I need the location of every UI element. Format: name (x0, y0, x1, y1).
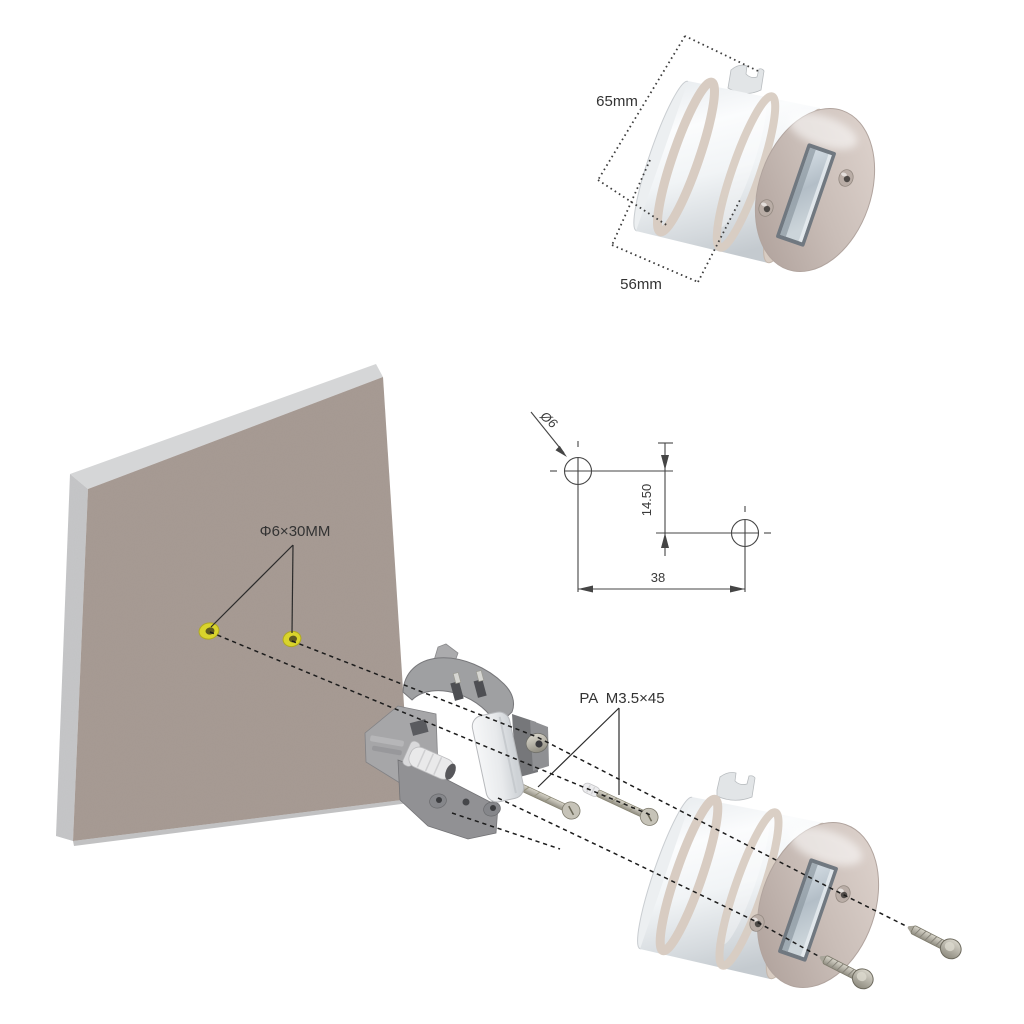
drill-template-drawing: 14.50 38 Ø6 (530, 408, 771, 593)
wall-texture (73, 377, 410, 841)
product-mounting-tab (727, 64, 765, 94)
leader-line (210, 544, 294, 628)
wall-drill-callout: Φ6×30MM (210, 523, 331, 634)
fixing-screw-lower (819, 955, 874, 990)
product-screw-hole-right (838, 169, 854, 187)
mechanism-lower-limb (397, 759, 499, 840)
screw-spec-label: PA M3.5×45 (579, 690, 664, 707)
product-dimension-view: 65mm 56mm (596, 35, 876, 293)
wall-drill-hole-right (282, 630, 302, 648)
mechanism-terminals (450, 670, 487, 701)
cover-face-highlight (789, 826, 863, 866)
diameter-callout: Ø6 (530, 408, 567, 457)
vertical-dimension: 14.50 (639, 442, 673, 556)
product-seam-ring-back (652, 77, 720, 237)
product-screw-hole-left (758, 199, 774, 217)
fixing-screw-upper (907, 925, 962, 960)
loose-mounting-screw (582, 782, 659, 826)
alignment-guides (209, 631, 907, 958)
leader-line (537, 707, 620, 788)
screw-spec-callout: PA M3.5×45 (537, 690, 665, 795)
wall-top-edge (70, 364, 383, 489)
alignment-line-short (451, 812, 561, 850)
wall-bottom-shadow (73, 799, 410, 846)
wall-plug-anchor (402, 740, 456, 780)
alignment-line-lower (497, 797, 821, 958)
porcelain-cover (637, 772, 880, 988)
mechanism-mounting-ears (429, 793, 501, 817)
leader-line (291, 544, 294, 634)
depth-dimension: 65mm (596, 35, 759, 227)
product-slot (776, 143, 836, 247)
hole-spacing-label: 38 (651, 570, 665, 585)
diameter-dimension-label: 56mm (620, 276, 662, 293)
drill-spec-label: Φ6×30MM (260, 523, 331, 540)
wall-edge-texture (56, 474, 88, 841)
horizontal-dimension: 38 (578, 570, 745, 593)
alignment-line-upper (291, 640, 907, 927)
hole-diameter-label: Ø6 (537, 408, 561, 432)
cover-body-highlight (720, 815, 770, 945)
mechanism-window (409, 719, 429, 736)
wall-panel (56, 364, 410, 846)
product-body-highlight (717, 100, 767, 228)
product-face-highlight (788, 112, 858, 150)
switch-mechanism (364, 643, 581, 840)
cover-mounting-tab (716, 772, 756, 801)
cover-screw-hole-lower (749, 914, 765, 932)
product-seam-ring-mid (712, 92, 780, 252)
depth-dimension-label: 65mm (596, 93, 638, 110)
cover-seam-ring-back (655, 794, 723, 956)
diameter-dimension: 56mm (611, 159, 741, 293)
mechanism-embossed-marks (370, 735, 404, 756)
mechanism-screw-boss (525, 732, 549, 754)
vertical-offset-label: 14.50 (639, 484, 654, 517)
